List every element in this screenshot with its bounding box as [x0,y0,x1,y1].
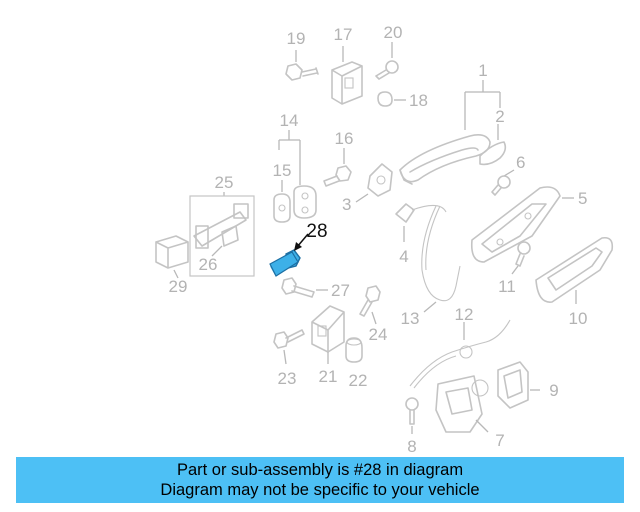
label-26: 26 [199,255,218,274]
label-20: 20 [384,23,403,42]
part-10-inner-handle [535,236,614,304]
part-28-bolt-highlighted [269,233,309,277]
part-12-cable [409,319,511,389]
label-1: 1 [478,61,487,80]
parts-diagram: 19 17 20 18 1 2 14 16 15 6 3 25 5 28 4 2… [155,23,614,455]
label-11: 11 [498,277,516,296]
label-2: 2 [495,107,504,126]
info-banner: Part or sub-assembly is #28 in diagram D… [16,457,624,503]
label-21: 21 [319,367,338,386]
label-27: 27 [331,281,350,300]
part-14-plate [293,185,317,219]
label-16: 16 [335,129,354,148]
label-9: 9 [549,381,558,400]
label-7: 7 [495,431,504,450]
part-7-latch [435,375,489,433]
label-14: 14 [280,111,299,130]
part-20-screw [375,42,399,80]
label-29: 29 [169,277,188,296]
label-15: 15 [273,161,292,180]
part-6-screw [491,169,515,196]
part-27-bolt [281,277,328,298]
label-17: 17 [334,25,353,44]
label-25: 25 [215,173,234,192]
part-25-box [189,192,255,277]
part-17-bracket [331,46,363,105]
label-4: 4 [399,247,408,266]
part-29-stopper [155,235,189,279]
label-3: 3 [342,195,351,214]
part-23-bolt [273,329,305,365]
part-22-bushing [345,337,363,363]
part-14-bracket-lines [278,130,301,185]
part-13-cable [421,205,461,313]
banner-line-2: Diagram may not be specific to your vehi… [160,481,480,499]
part-21-hinge [311,305,345,364]
label-24: 24 [369,325,388,344]
part-11-screw [511,241,531,275]
label-8: 8 [407,437,416,455]
label-13: 13 [401,309,420,328]
part-15-plate [273,180,291,223]
part-1-bracket-lines [464,80,501,130]
part-1-outer-handle [399,134,491,185]
label-23: 23 [278,369,297,388]
banner-line-1: Part or sub-assembly is #28 in diagram [176,461,464,479]
label-28-highlighted: 28 [306,221,327,242]
label-10: 10 [569,309,588,328]
part-18-clip [377,91,406,107]
label-5: 5 [578,189,587,208]
part-4-rod [395,203,447,242]
part-16-bolt [323,148,352,187]
part-8-screw [405,397,419,434]
part-5-handle-frame [470,186,574,263]
part-9-bracket [497,361,540,409]
part-26-clip [211,225,239,257]
part-3-handle-base [355,163,393,203]
label-6: 6 [516,153,525,172]
part-2-cap [479,124,507,166]
label-18: 18 [409,91,428,110]
part-19-bolt [285,50,319,81]
part-25-check-strap [193,203,249,249]
label-19: 19 [287,29,306,48]
label-22: 22 [349,371,368,390]
label-12: 12 [455,305,474,324]
part-24-bolt [359,285,381,325]
